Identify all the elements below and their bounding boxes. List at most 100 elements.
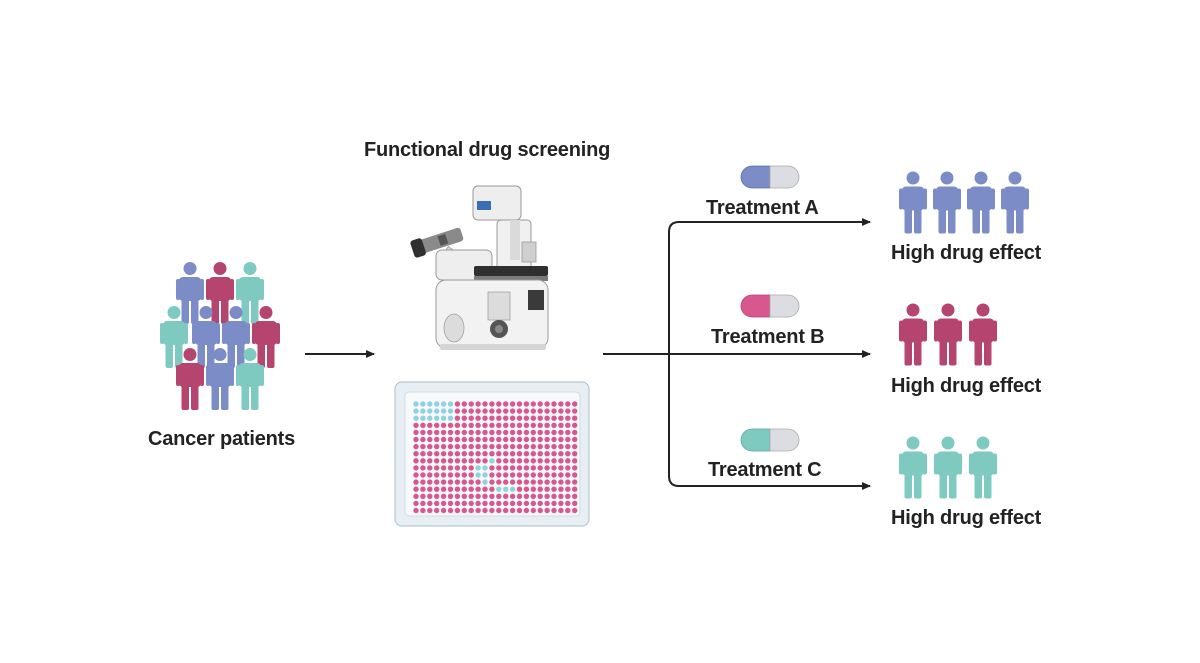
plate-well bbox=[468, 415, 474, 421]
plate-well bbox=[509, 465, 516, 471]
plate-well bbox=[440, 500, 447, 507]
plate-well bbox=[516, 415, 523, 421]
plate-well bbox=[551, 415, 557, 421]
plate-well bbox=[454, 408, 461, 414]
plate-well bbox=[482, 443, 488, 450]
plate-well bbox=[434, 422, 440, 428]
plate-well bbox=[537, 507, 543, 514]
plate-well bbox=[489, 465, 495, 471]
plate-well bbox=[482, 408, 488, 414]
inverted-microscope-icon bbox=[410, 185, 549, 350]
plate-well bbox=[565, 436, 571, 443]
plate-well bbox=[509, 401, 516, 407]
plate-well bbox=[427, 408, 433, 414]
plate-well bbox=[496, 493, 502, 499]
person-icon bbox=[934, 436, 962, 499]
plate-well bbox=[523, 443, 530, 450]
plate-well bbox=[420, 443, 426, 450]
person-icon bbox=[899, 303, 927, 366]
plate-well bbox=[454, 422, 461, 428]
plate-well bbox=[468, 472, 474, 478]
plate-well bbox=[468, 429, 474, 436]
plate-well bbox=[434, 436, 440, 443]
plate-well bbox=[489, 507, 495, 514]
plate-well bbox=[516, 500, 523, 507]
plate-well bbox=[516, 443, 523, 450]
plate-well bbox=[440, 436, 447, 443]
plate-well bbox=[509, 451, 516, 457]
plate-well bbox=[447, 507, 454, 514]
plate-well bbox=[413, 507, 419, 514]
plate-well bbox=[427, 458, 433, 464]
plate-well bbox=[551, 479, 557, 485]
plate-well bbox=[447, 429, 454, 436]
plate-well bbox=[440, 465, 447, 471]
plate-well bbox=[427, 486, 433, 492]
plate-well bbox=[468, 401, 474, 407]
plate-well bbox=[454, 436, 461, 443]
plate-well bbox=[461, 443, 467, 450]
plate-well bbox=[489, 436, 495, 443]
plate-well bbox=[530, 422, 536, 428]
plate-well bbox=[544, 436, 550, 443]
plate-well bbox=[461, 451, 467, 457]
plate-well bbox=[551, 465, 557, 471]
plate-well bbox=[572, 415, 578, 421]
plate-well bbox=[530, 451, 536, 457]
plate-well bbox=[558, 493, 564, 499]
plate-well bbox=[447, 465, 454, 471]
plate-well bbox=[447, 486, 454, 492]
plate-well bbox=[530, 436, 536, 443]
patient-group-icon bbox=[160, 262, 280, 410]
plate-well bbox=[420, 436, 426, 443]
plate-well bbox=[440, 472, 447, 478]
plate-well bbox=[461, 493, 467, 499]
plate-well bbox=[420, 429, 426, 436]
plate-well bbox=[420, 507, 426, 514]
plate-well bbox=[530, 472, 536, 478]
plate-well bbox=[496, 422, 502, 428]
plate-well bbox=[489, 401, 495, 407]
plate-well bbox=[544, 443, 550, 450]
plate-well bbox=[413, 500, 419, 507]
plate-well bbox=[544, 486, 550, 492]
plate-well bbox=[461, 401, 467, 407]
plate-well bbox=[516, 472, 523, 478]
plate-well bbox=[461, 436, 467, 443]
person-icon bbox=[176, 262, 204, 324]
plate-well bbox=[434, 443, 440, 450]
plate-well bbox=[413, 443, 419, 450]
plate-well bbox=[558, 443, 564, 450]
plate-well bbox=[447, 451, 454, 457]
plate-well bbox=[447, 443, 454, 450]
plate-well bbox=[440, 401, 447, 407]
plate-well bbox=[475, 458, 481, 464]
plate-well bbox=[461, 472, 467, 478]
plate-well bbox=[572, 451, 578, 457]
plate-well bbox=[551, 493, 557, 499]
plate-well bbox=[509, 443, 516, 450]
plate-well bbox=[544, 401, 550, 407]
plate-well bbox=[551, 451, 557, 457]
capsule-icon bbox=[740, 428, 800, 452]
responder-group-a bbox=[899, 171, 1029, 234]
plate-well bbox=[496, 507, 502, 514]
plate-well bbox=[572, 408, 578, 414]
plate-well bbox=[503, 415, 509, 421]
plate-well bbox=[503, 429, 509, 436]
person-icon bbox=[969, 436, 997, 499]
plate-well bbox=[558, 401, 564, 407]
plate-well bbox=[516, 493, 523, 499]
person-icon bbox=[967, 171, 995, 234]
plate-well bbox=[530, 458, 536, 464]
plate-well bbox=[434, 408, 440, 414]
plate-well bbox=[482, 472, 488, 478]
treatment-a-label: Treatment A bbox=[706, 197, 819, 219]
plate-well bbox=[551, 429, 557, 436]
plate-well bbox=[434, 401, 440, 407]
plate-well bbox=[503, 465, 509, 471]
plate-well bbox=[434, 472, 440, 478]
plate-well bbox=[461, 486, 467, 492]
plate-well bbox=[516, 479, 523, 485]
plate-well bbox=[461, 429, 467, 436]
